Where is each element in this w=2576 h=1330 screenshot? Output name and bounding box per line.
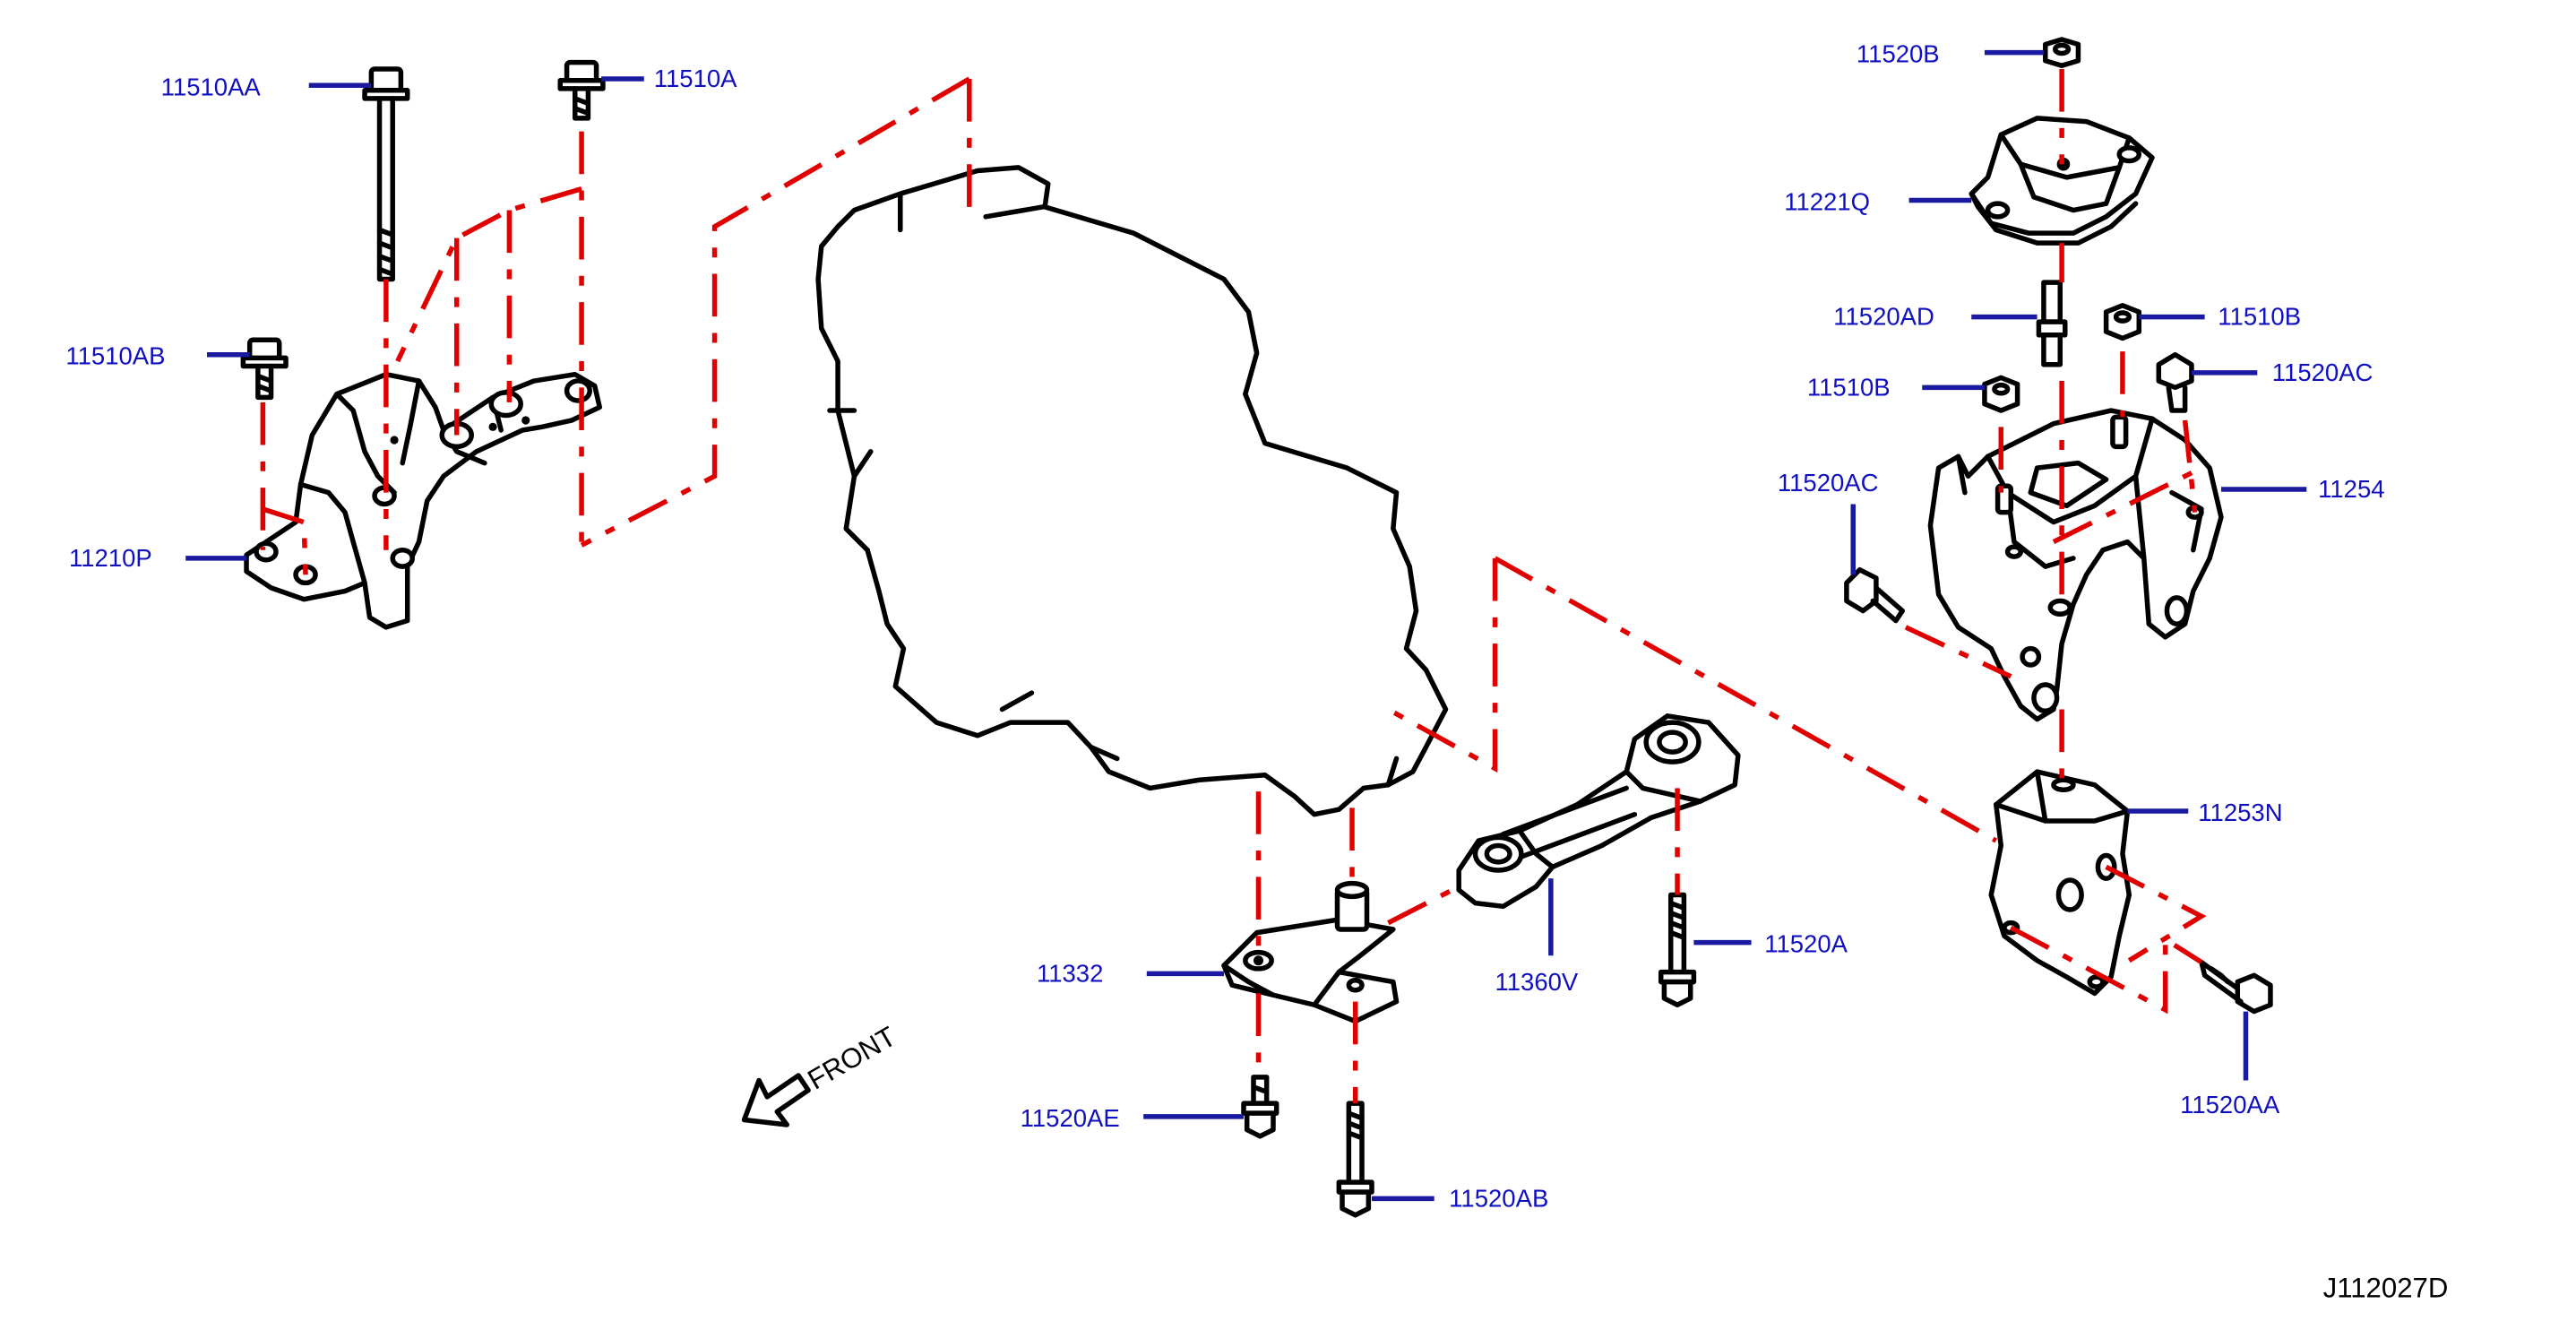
figure-id: J112027D — [2323, 1272, 2449, 1303]
callout-11520AD: 11520AD — [1833, 303, 1934, 331]
transmission-mount-bracket-11210P — [244, 371, 602, 630]
callout-11520B: 11520B — [1857, 40, 1940, 68]
bolt-11510A-icon — [557, 59, 606, 121]
front-direction-arrow-icon — [741, 1073, 811, 1127]
callout-11520AC-lower: 11520AC — [1778, 469, 1879, 497]
callout-leaders — [185, 49, 2307, 1202]
callout-11510A: 11510A — [654, 65, 737, 92]
callout-11210P: 11210P — [69, 544, 152, 572]
callout-11254: 11254 — [2318, 475, 2384, 503]
callout-11510AA: 11510AA — [161, 73, 262, 100]
bolt-11520AE-icon — [1241, 1075, 1279, 1139]
callout-11520AC-upper: 11520AC — [2272, 358, 2374, 386]
nut-11520B-icon — [2043, 37, 2081, 69]
callout-11510AB: 11510AB — [65, 342, 165, 370]
callout-11520AB: 11520AB — [1449, 1185, 1548, 1213]
front-label: FRONT — [802, 1021, 900, 1096]
bolt-11510AB-icon — [240, 337, 289, 401]
callout-11510B-lower: 11510B — [1807, 374, 1891, 402]
mount-insulator-11221Q — [1969, 116, 2155, 246]
callout-11332: 11332 — [1037, 960, 1103, 988]
torque-rod-11360V — [1456, 713, 1741, 910]
callout-11510B-upper: 11510B — [2218, 303, 2301, 331]
callout-11520AE: 11520AE — [1021, 1104, 1120, 1132]
nut-11510B-upper-icon — [2103, 303, 2142, 341]
callout-11221Q: 11221Q — [1784, 188, 1870, 216]
bolt-11510AA-icon — [362, 66, 410, 282]
bolt-11520AA-icon — [2199, 959, 2273, 1015]
bolt-11520AC-upper-icon — [2156, 351, 2194, 413]
engine-mount-bracket-11254 — [1927, 408, 2224, 722]
callout-11520AA: 11520AA — [2180, 1091, 2280, 1118]
callout-11253N: 11253N — [2198, 799, 2282, 826]
bolt-11520AB-icon — [1336, 1101, 1374, 1218]
engine-block-outline — [815, 165, 1449, 817]
bolt-11520A-icon — [1658, 892, 1697, 1007]
stud-11520AD-icon — [2036, 280, 2068, 367]
nut-11510B-lower-icon — [1982, 375, 2020, 413]
mount-bracket-11332 — [1221, 880, 1400, 1024]
mount-bracket-11253N — [1988, 769, 2132, 997]
callout-11360V: 11360V — [1495, 968, 1579, 996]
assembly-centerlines — [260, 68, 2207, 1104]
bolt-11520AC-lower-icon — [1844, 566, 1905, 624]
callout-11520A: 11520A — [1764, 930, 1848, 958]
